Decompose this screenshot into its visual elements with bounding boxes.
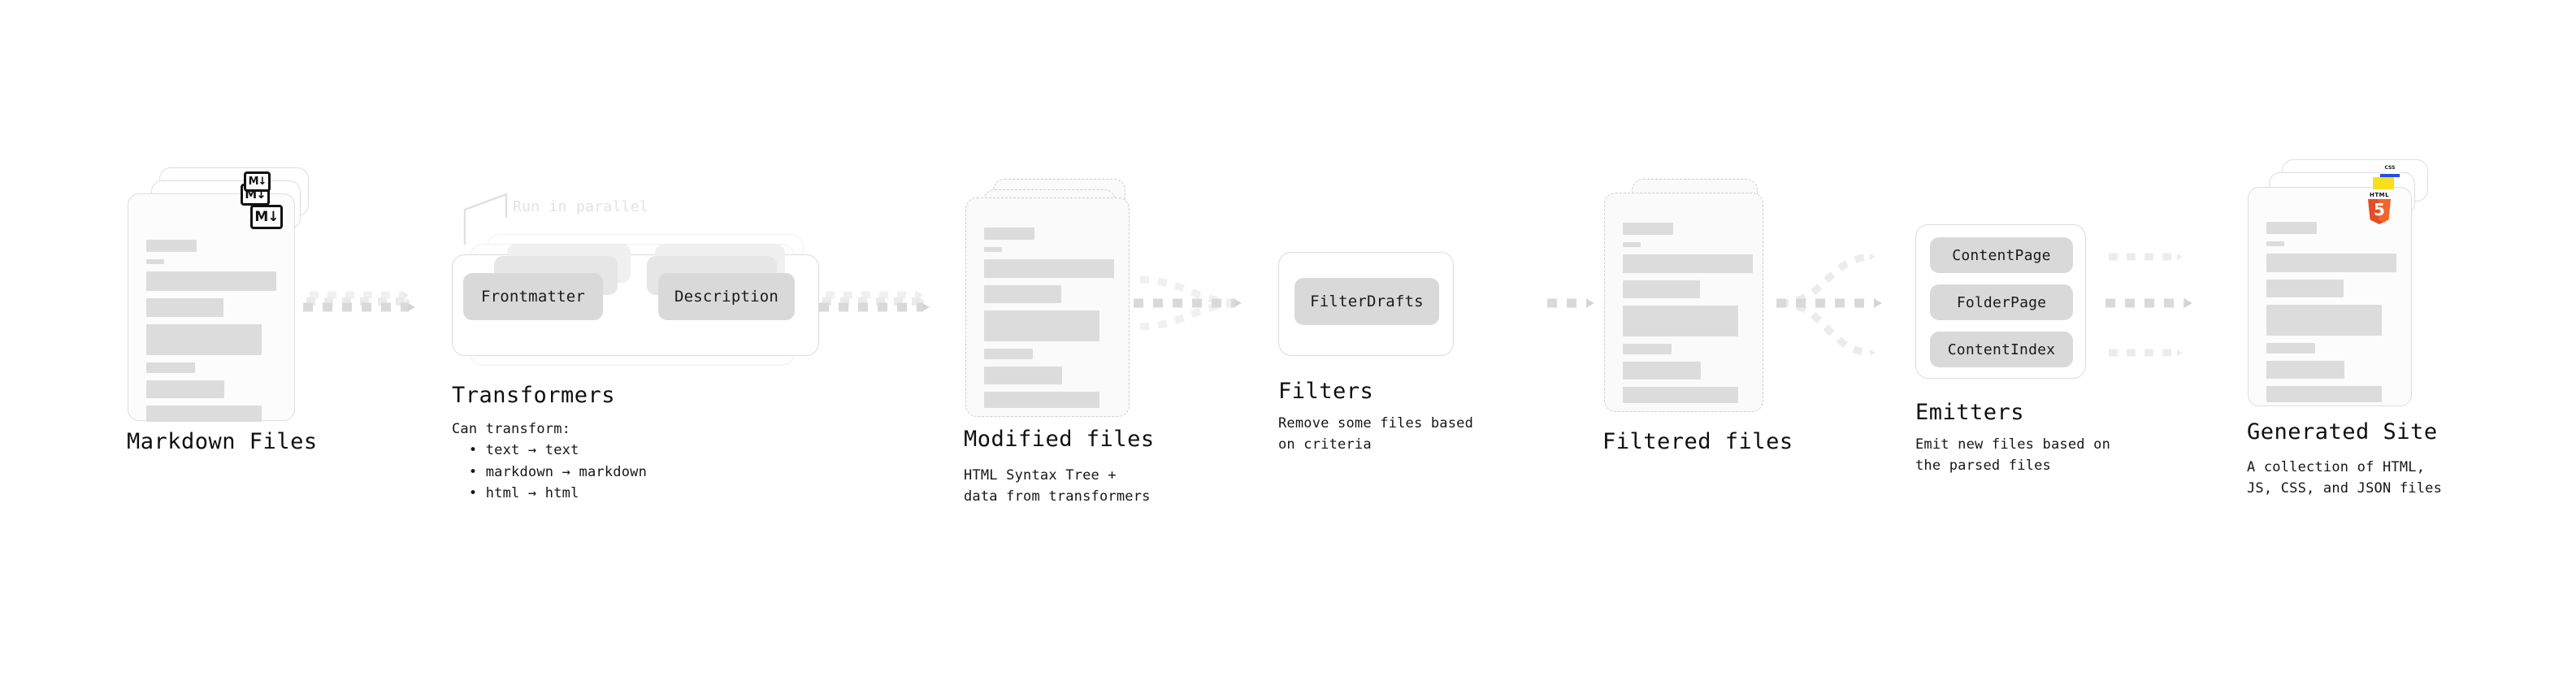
arrow-transformers-to-modified	[819, 291, 930, 312]
filtered-sheet-front	[1604, 193, 1763, 412]
arrow-markdown-to-transformers	[303, 291, 415, 312]
stage-subtitle-emitters: Emit new files based on the parsed files	[1915, 436, 2111, 475]
html5-badge: HTML 5	[2366, 192, 2392, 224]
arrow-filtered-to-emitters	[1776, 253, 1882, 357]
site-sheet-front	[2248, 187, 2412, 406]
stage-title-filters: Filters	[1278, 379, 1374, 404]
frontmatter-chip[interactable]: Frontmatter	[463, 273, 603, 320]
stage-title-markdown-files: Markdown Files	[127, 429, 318, 454]
html5-shield-inner	[2379, 199, 2390, 223]
run-in-parallel-label: Run in parallel	[513, 198, 649, 215]
stage-subtitle-transformers: Can transform: • text → text • markdown …	[452, 421, 648, 502]
html5-digit: 5	[2374, 200, 2385, 219]
folderpage-chip[interactable]: FolderPage	[1930, 284, 2073, 320]
stage-title-modified-files: Modified files	[964, 427, 1155, 452]
js-badge	[2373, 177, 2394, 189]
markdown-badge-back: M↓	[244, 171, 271, 192]
markdown-sheet-front: M↓	[128, 193, 295, 422]
stage-subtitle-generated-site: A collection of HTML, JS, CSS, and JSON …	[2247, 459, 2443, 497]
stage-subtitle-filters: Remove some files based on criteria	[1278, 415, 1474, 453]
arrow-emitters-to-site	[2105, 253, 2192, 357]
contentpage-chip[interactable]: ContentPage	[1930, 237, 2073, 273]
html5-badge-label: HTML	[2369, 192, 2390, 198]
stage-title-filtered-files: Filtered files	[1602, 429, 1793, 454]
modified-doc-lines	[984, 228, 1114, 415]
stage-title-transformers: Transformers	[452, 383, 616, 408]
stage-title-generated-site: Generated Site	[2247, 419, 2438, 445]
filterdrafts-chip[interactable]: FilterDrafts	[1295, 278, 1439, 325]
arrow-modified-to-filters	[1134, 275, 1242, 331]
stage-subtitle-modified-files: HTML Syntax Tree + data from transformer…	[964, 467, 1151, 505]
filtered-doc-lines	[1623, 223, 1753, 410]
css-badge: CSS	[2380, 164, 2400, 177]
markdown-doc-lines	[146, 240, 278, 429]
description-chip[interactable]: Description	[658, 273, 795, 320]
stage-title-emitters: Emitters	[1915, 400, 2025, 425]
site-doc-lines	[2266, 222, 2396, 410]
modified-sheet-front	[965, 197, 1130, 417]
markdown-badge: M↓	[250, 205, 283, 229]
contentindex-chip[interactable]: ContentIndex	[1930, 332, 2073, 367]
